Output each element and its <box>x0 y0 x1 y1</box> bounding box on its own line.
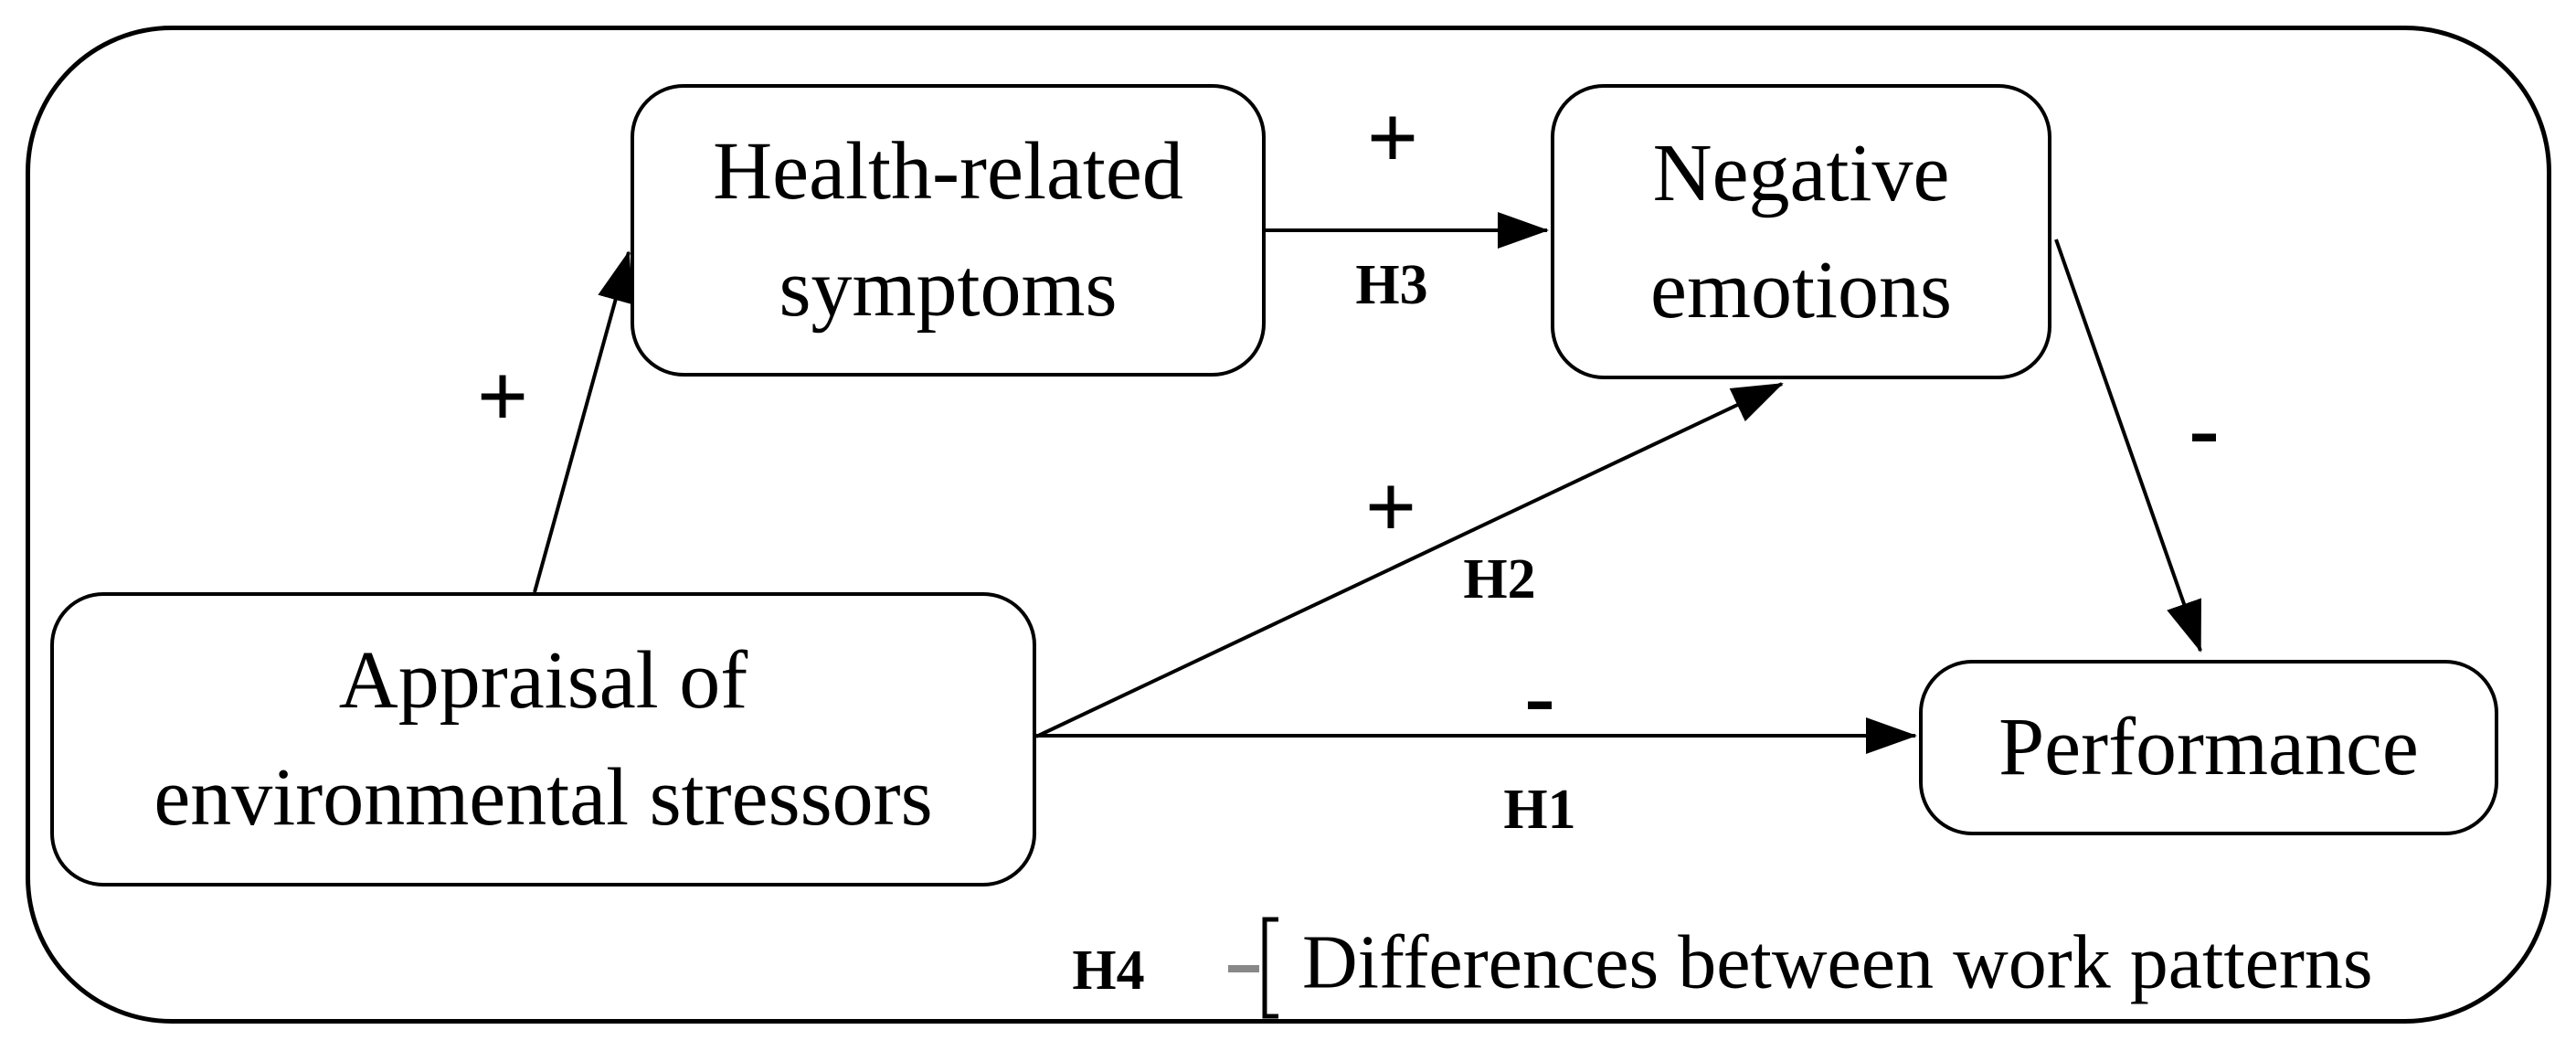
sign-h2: + <box>1364 456 1417 557</box>
h4-moderation-text: Differences between work patterns <box>1302 919 2373 1005</box>
hypothesis-label-h4: H4 <box>1072 940 1145 1002</box>
node-health-related-symptoms-label: Health-related symptoms <box>713 126 1183 334</box>
node-health-related-symptoms: Health-related symptoms <box>631 84 1266 377</box>
h4-bracket-icon <box>1262 917 1278 1019</box>
hypothesis-label-h2: H2 <box>1463 548 1536 610</box>
node-performance-label: Performance <box>1998 702 2419 793</box>
arrow-negative-to-performance <box>2054 239 2202 653</box>
sign-negative-to-performance: - <box>2189 377 2220 479</box>
node-negative-emotions: Negative emotions <box>1551 84 2051 379</box>
node-appraisal-environmental-stressors: Appraisal of environmental stressors <box>50 592 1036 886</box>
node-appraisal-environmental-stressors-label: Appraisal of environmental stressors <box>154 635 933 843</box>
sign-h1: - <box>1524 645 1555 747</box>
arrow-appraisal-to-health <box>533 250 633 593</box>
node-performance: Performance <box>1919 660 2498 835</box>
hypothesis-label-h1: H1 <box>1503 779 1576 841</box>
hypothesis-label-h3: H3 <box>1355 254 1428 316</box>
arrow-appraisal-to-negative-h2 <box>1035 382 1784 738</box>
sign-appraisal-to-health: + <box>476 345 529 447</box>
sign-h3: + <box>1366 87 1419 188</box>
node-negative-emotions-label: Negative emotions <box>1650 127 1952 335</box>
